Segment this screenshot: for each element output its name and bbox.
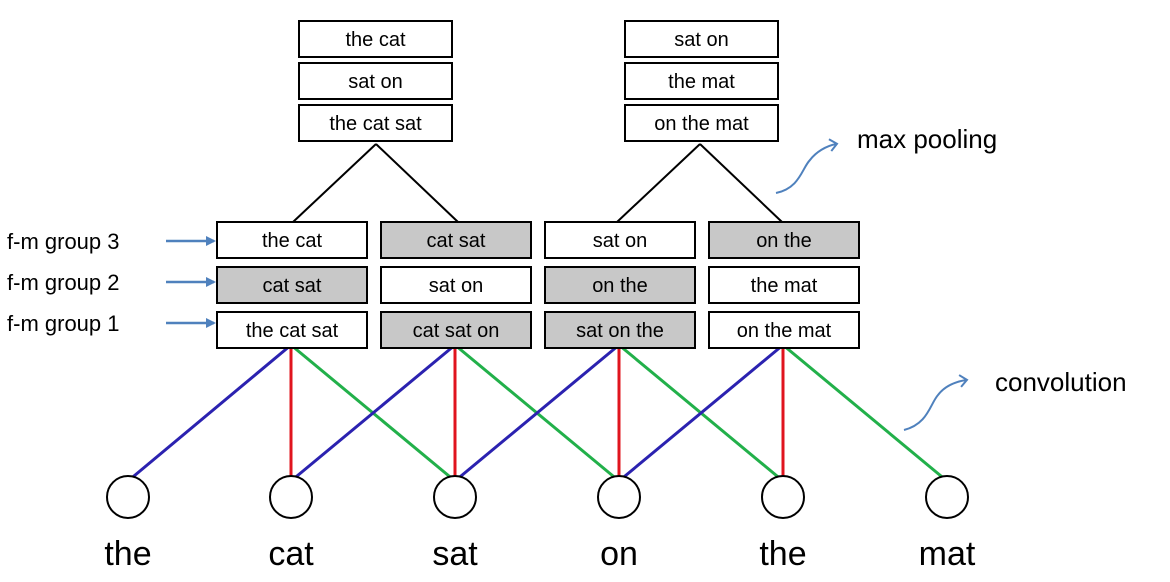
cell-box [380,221,532,259]
cell-text: the cat sat [246,320,339,342]
cell-box [298,62,453,100]
cell-box [544,221,696,259]
cell-text: sat on [429,275,483,297]
cell-box [380,266,532,304]
pooled-cell: on the mat [624,104,779,142]
cell-box [216,266,368,304]
convolution-label: convolution [995,367,1127,397]
feature-map-cell: cat sat [380,221,532,259]
feature-map-cell: cat sat [216,266,368,304]
cell-text: sat on the [576,320,664,342]
cell-box [708,311,860,349]
group-label: f-m group 2 [7,270,120,295]
pool-line [616,143,701,223]
cell-text: the mat [668,71,735,93]
cell-box [544,266,696,304]
feature-map-cell: the cat sat [216,311,368,349]
feature-map-cell: on the [544,266,696,304]
pooled-cell: the mat [624,62,779,100]
max-pooling-label: max pooling [857,124,997,154]
feature-map-cell: the mat [708,266,860,304]
word-node [597,475,641,519]
cell-text: on the mat [737,320,832,342]
cell-box [624,62,779,100]
pool-line [699,143,783,223]
cell-box [216,221,368,259]
cell-box [298,104,453,142]
annotations: max pooling convolution [775,124,1127,431]
group-label: f-m group 3 [7,229,120,254]
pooled-layer: the cat sat on the cat sat sat on the mat on … [298,20,779,142]
word-node [269,475,313,519]
input-word: on [600,535,638,573]
group-labels: f-m group 3 f-m group 2 f-m group 1 [7,229,216,336]
group-label: f-m group 1 [7,311,120,336]
cell-text: the mat [751,275,818,297]
input-word: the [759,535,806,573]
input-word: the [104,535,151,573]
conv-line-blue [127,343,292,483]
pooled-cell: sat on [624,20,779,58]
feature-map-cell: sat on [380,266,532,304]
conv-line-green [782,343,948,483]
word-node [761,475,805,519]
conv-line-blue [618,343,784,483]
feature-map-cell: the cat [216,221,368,259]
cell-box [708,221,860,259]
pool-line [375,143,459,223]
cell-text: sat on [593,230,647,252]
cell-box [708,266,860,304]
input-word: mat [919,535,976,573]
cell-text: sat on [348,71,402,93]
cell-box [216,311,368,349]
curved-arrow-icon [903,374,969,431]
word-node [433,475,477,519]
cell-text: sat on [674,29,728,51]
cell-box [624,20,779,58]
connection-lines [127,343,948,483]
feature-map-cell: cat sat on [380,311,532,349]
cell-text: cat sat [263,275,322,297]
cell-text: cat sat on [413,320,500,342]
input-word: sat [432,535,478,573]
feature-map-cell: on the mat [708,311,860,349]
cell-box [544,311,696,349]
cell-box [624,104,779,142]
word-node [925,475,969,519]
input-words: the cat sat on the mat [104,475,976,573]
curved-arrow-icon [775,138,839,194]
cell-box [298,20,453,58]
feature-map-cell: on the [708,221,860,259]
cell-text: the cat sat [329,113,422,135]
conv-line-blue [454,343,620,483]
pooled-cell: the cat [298,20,453,58]
cell-text: on the [756,230,812,252]
cell-text: on the [592,275,648,297]
pooled-cell: sat on [298,62,453,100]
word-node [106,475,150,519]
pooled-cell: the cat sat [298,104,453,142]
cell-box [380,311,532,349]
cell-text: cat sat [427,230,486,252]
conv-line-blue [290,343,456,483]
input-word: cat [268,535,314,573]
cell-text: the cat [262,230,322,252]
feature-map-layer: the cat cat sat the cat sat cat sat sat on ca… [216,221,860,349]
cell-text: on the mat [654,113,749,135]
pool-line [292,143,377,223]
feature-map-cell: sat on [544,221,696,259]
pooling-lines [292,143,783,223]
cell-text: the cat [345,29,405,51]
feature-map-cell: sat on the [544,311,696,349]
